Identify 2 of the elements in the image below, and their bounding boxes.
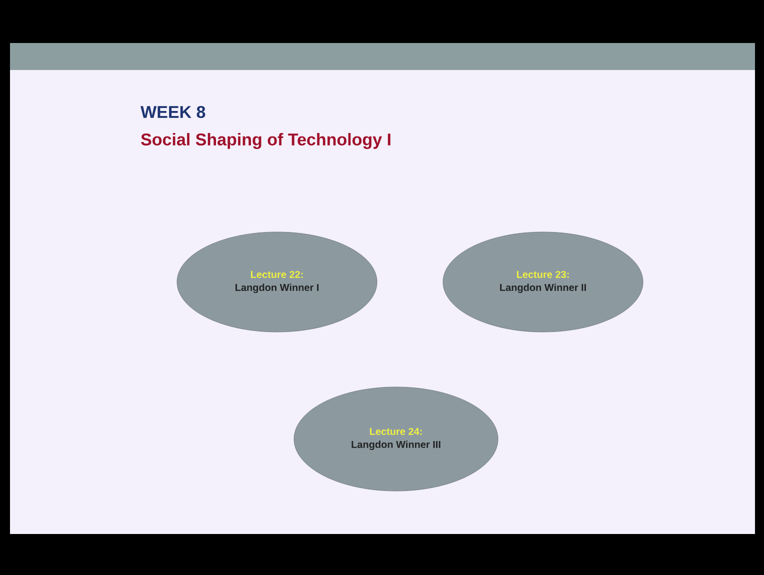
slide-title: WEEK 8 [140, 106, 206, 118]
slide-subtitle: Social Shaping of Technology I [141, 133, 390, 149]
